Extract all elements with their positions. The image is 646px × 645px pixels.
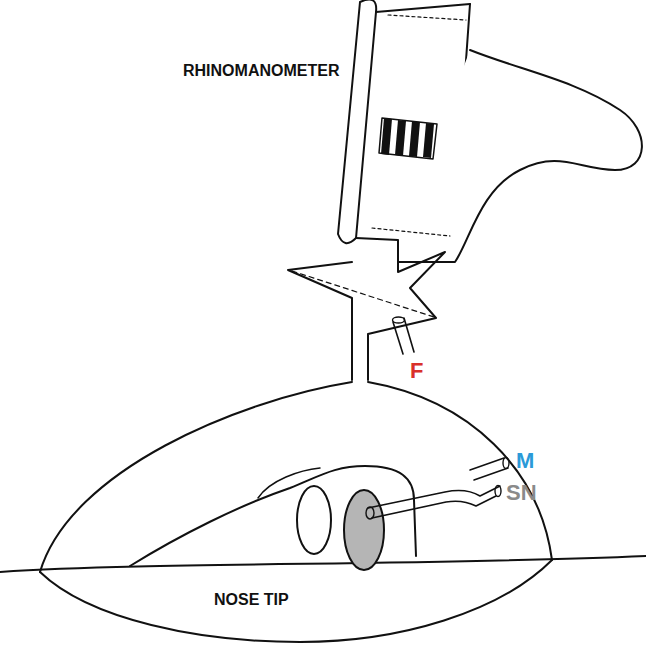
device-handle	[398, 50, 642, 262]
nasal-probe-outlet	[495, 486, 501, 497]
mask-pressure-tube	[470, 458, 508, 480]
tube-label: M	[516, 450, 534, 472]
tube-label: SN	[506, 482, 537, 504]
mask-dome	[40, 382, 552, 572]
pressure-tube-f	[393, 318, 414, 354]
tube-label: F	[410, 360, 423, 382]
nose-ridge	[258, 468, 320, 498]
flow-sensor	[379, 118, 437, 159]
nasal-probe-tube	[368, 486, 500, 518]
nose-tip-outline	[40, 560, 552, 642]
tube-section-line	[372, 15, 466, 236]
pressure-tube-f-end	[393, 317, 405, 323]
flow-sensor-stripes	[381, 118, 434, 158]
nostril	[297, 486, 331, 554]
nostril-sealed	[344, 490, 384, 570]
mask-pressure-tube-end	[503, 458, 509, 469]
connector-right	[368, 252, 445, 380]
nasal-probe-end	[366, 507, 374, 519]
device-label: RHINOMANOMETER	[183, 63, 339, 79]
connector-section-line	[292, 271, 434, 317]
region-label: NOSE TIP	[214, 592, 289, 608]
device-rim	[338, 0, 376, 243]
